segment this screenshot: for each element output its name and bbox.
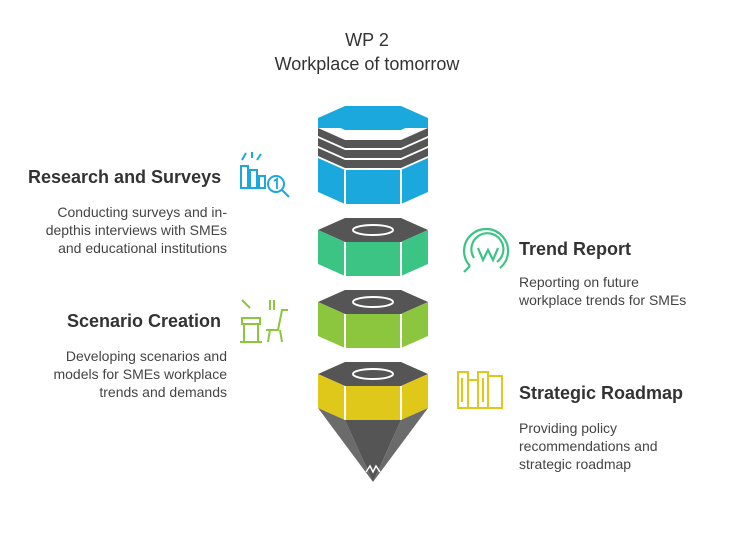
cone-left <box>318 408 373 482</box>
stage-4-top-face <box>318 362 428 386</box>
stage-2-heading: Trend Report <box>519 239 632 259</box>
stage-1-stripe-2 <box>318 138 428 158</box>
stage-4-desc-line: recommendations and <box>519 438 658 454</box>
stage-1-desc-line: and educational institutions <box>58 240 227 256</box>
stage-2-desc-line: Reporting on future <box>519 274 639 290</box>
stage-3-desc-line: trends and demands <box>99 384 227 400</box>
bar-chart-search-icon <box>240 152 290 198</box>
stage-3-hole <box>352 296 394 308</box>
stage-1-desc-line: depthis interviews with SMEs <box>45 222 227 238</box>
wifi-w-circle-icon <box>462 227 510 273</box>
stage-3-block <box>318 290 428 348</box>
cone-front <box>345 420 401 482</box>
stage-3-top-face <box>318 290 428 314</box>
diagram-title-line-2: Workplace of tomorrow <box>274 54 460 74</box>
desk-chairs-icon <box>240 299 288 343</box>
stage-3-desc-line: models for SMEs workplace <box>53 366 227 382</box>
stage-4-hole <box>352 368 394 380</box>
stage-3-desc-line: Developing scenarios and <box>65 348 227 364</box>
stage-4-heading: Strategic Roadmap <box>519 383 684 403</box>
stage-1-block <box>318 106 428 204</box>
stage-3-description: Developing scenarios and models for SMEs… <box>20 347 227 401</box>
stage-2-top-face <box>318 218 428 242</box>
stage-4-desc-line: strategic roadmap <box>519 456 632 472</box>
stage-2-hole <box>352 224 394 236</box>
stage-2-description: Reporting on future workplace trends for… <box>519 273 719 309</box>
cone-right <box>373 408 428 482</box>
stage-2-block <box>318 218 428 276</box>
stage-1-desc-line: Conducting surveys and in- <box>57 204 227 220</box>
stage-2-desc-line: workplace trends for SMEs <box>519 292 687 308</box>
stage-1-stripe-1 <box>318 128 428 148</box>
stage-1-heading: Research and Surveys <box>28 167 222 187</box>
cone-tip-mark <box>365 464 381 474</box>
stage-3-heading: Scenario Creation <box>67 311 222 331</box>
stage-1-stripe-3 <box>318 148 428 168</box>
stage-1-description: Conducting surveys and in- depthis inter… <box>20 203 227 257</box>
map-columns-icon <box>457 371 503 409</box>
diagram-title-line-1: WP 2 <box>345 30 389 50</box>
stage-4-description: Providing policy recommendations and str… <box>519 419 719 473</box>
stage-4-desc-line: Providing policy <box>519 420 618 436</box>
stage-4-block <box>318 362 428 482</box>
